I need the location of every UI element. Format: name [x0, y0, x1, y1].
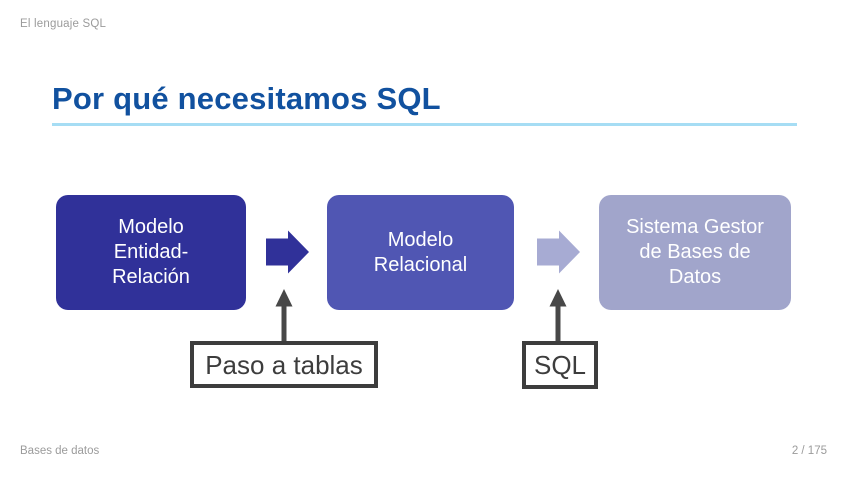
box-text-line: Modelo [387, 228, 454, 251]
box-text-line: Entidad- [113, 241, 189, 263]
box-text-line: Relación [112, 266, 190, 288]
title-underline [52, 123, 797, 126]
slide-header-text: El lenguaje SQL [20, 18, 107, 30]
box-text-line: Modelo [118, 216, 184, 238]
box-modelo-relacional: Modelo Relacional [327, 195, 514, 310]
callout-arrow-shape [549, 289, 567, 342]
callout-paso-a-tablas: Paso a tablas [190, 341, 378, 388]
box-text-line: de Bases de [639, 241, 751, 263]
box-modelo-entidad-relacion: Modelo Entidad- Relación [56, 195, 246, 310]
footer-page-number: 2 / 175 [791, 445, 827, 457]
box-text-line: Datos [668, 266, 722, 288]
callout-arrow-shape [275, 289, 293, 342]
box-sistema-gestor: Sistema Gestor de Bases de Datos [599, 195, 791, 310]
slide-title: Por qué necesitamos SQL [52, 81, 441, 116]
callout-up-arrow-icon [549, 289, 567, 342]
box-text-line: Relacional [373, 253, 468, 276]
flow-arrow-shape [266, 230, 309, 274]
callout-sql: SQL [522, 341, 598, 389]
flow-arrow-shape [537, 230, 580, 274]
flow-arrow-right-icon [266, 230, 309, 274]
flow-arrow-right-icon [537, 230, 580, 274]
callout-up-arrow-icon [275, 289, 293, 342]
footer-course-name: Bases de datos [20, 445, 100, 457]
box-text-line: Sistema Gestor [626, 216, 764, 238]
